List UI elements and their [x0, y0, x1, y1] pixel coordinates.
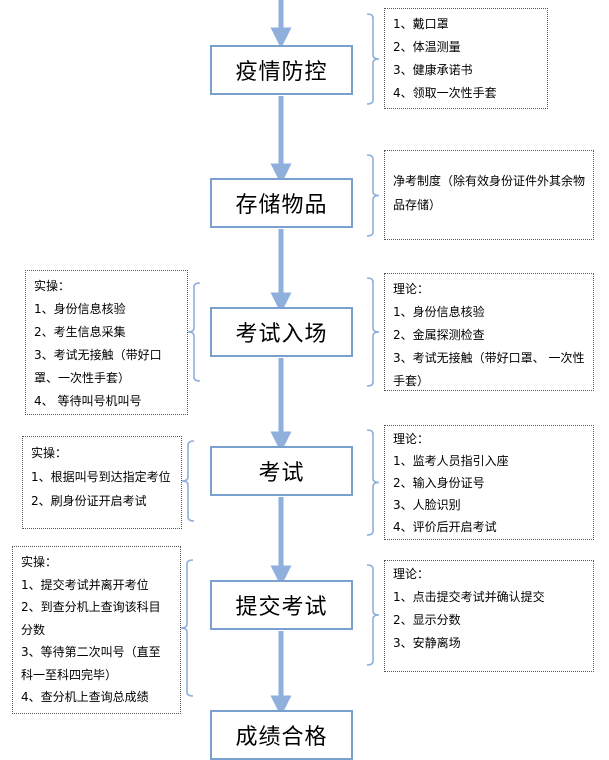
step-label: 提交考试: [235, 595, 328, 620]
note-line: 2、显示分数: [393, 613, 461, 627]
note-line: 1、监考人员指引入座: [393, 454, 509, 468]
note-line: 3、健康承诺书: [393, 63, 473, 77]
note-header: 实操：: [34, 279, 71, 293]
step-label: 考试入场: [235, 322, 328, 347]
note-line: 1、提交考试并离开考位: [21, 577, 149, 592]
note-entry-right: 理论： 1、身份信息核验 2、金属探测检查 3、考试无接触（带好口罩、 一次性手…: [384, 273, 594, 391]
brace-storage-right: [366, 154, 380, 237]
note-line: 2、体温测量: [393, 40, 461, 54]
brace-epidemic-right: [366, 13, 380, 105]
note-line: 4、查分机上查询总成绩: [21, 690, 149, 704]
brace-submit-right: [366, 564, 380, 666]
note-exam-right: 理论： 1、监考人员指引入座 2、输入身份证号 3、人脸识别 4、评价后开启考试: [384, 425, 594, 540]
step-exam-entry: 考试入场: [210, 307, 353, 357]
note-submit-right: 理论： 1、点击提交考试并确认提交 2、显示分数 3、安静离场: [384, 560, 594, 672]
note-line: 1、戴口罩: [393, 17, 449, 31]
note-header: 理论：: [393, 282, 430, 296]
note-header: 实操：: [21, 555, 58, 569]
note-line: 1、身份信息核验: [34, 302, 126, 316]
note-storage-right: 净考制度（除有效身份证件外其余物品存储）: [384, 150, 594, 240]
note-line: 2、金属探测检查: [393, 328, 485, 342]
note-line: 1、根据叫号到达指定考位: [31, 470, 171, 484]
note-line: 4、评价后开启考试: [393, 520, 497, 534]
note-line: 净考制度（除有效身份证件外其余物品存储）: [393, 174, 586, 212]
note-line: 1、点击提交考试并确认提交: [393, 590, 545, 604]
note-line: 2、考生信息采集: [34, 325, 126, 339]
note-submit-left: 实操： 1、提交考试并离开考位 2、到查分机上查询该科目分数 3、等待第二次叫号…: [12, 546, 181, 714]
step-exam: 考试: [210, 446, 353, 496]
step-label: 考试: [258, 461, 305, 486]
step-label: 成绩合格: [235, 725, 328, 750]
note-line: 1、身份信息核验: [393, 305, 485, 319]
note-line: 3、考试无接触（带好口罩、一次性手套）: [34, 348, 162, 385]
note-exam-left: 实操： 1、根据叫号到达指定考位 2、刷身份证开启考试: [22, 436, 182, 529]
note-line: 3、考试无接触（带好口罩、 一次性手套）: [393, 351, 585, 388]
note-braces: [180, 13, 380, 697]
note-line: 2、输入身份证号: [393, 476, 485, 490]
note-line: 3、安静离场: [393, 636, 461, 650]
note-entry-left: 实操： 1、身份信息核验 2、考生信息采集 3、考试无接触（带好口罩、一次性手套…: [25, 270, 188, 415]
note-line: 4、领取一次性手套: [393, 86, 497, 100]
note-line: 3、等待第二次叫号（直至科一至科四完毕）: [21, 645, 161, 682]
brace-entry-left: [187, 282, 201, 382]
step-label: 存储物品: [235, 193, 328, 218]
step-pass: 成绩合格: [210, 710, 353, 760]
brace-entry-right: [366, 277, 380, 387]
note-line: 2、刷身份证开启考试: [31, 494, 147, 508]
step-epidemic-control: 疫情防控: [210, 45, 353, 95]
note-line: 4、 等待叫号机叫号: [34, 394, 142, 408]
step-label: 疫情防控: [235, 60, 328, 85]
note-header: 理论：: [393, 432, 430, 446]
note-line: 2、到查分机上查询该科目分数: [21, 600, 161, 637]
brace-submit-left: [180, 559, 194, 697]
note-epidemic-right: 1、戴口罩 2、体温测量 3、健康承诺书 4、领取一次性手套: [384, 8, 548, 109]
note-line: 3、人脸识别: [393, 498, 461, 512]
note-header: 理论：: [393, 567, 430, 581]
note-header: 实操：: [31, 446, 68, 460]
brace-exam-left: [181, 440, 195, 522]
step-submit-exam: 提交考试: [210, 580, 353, 630]
brace-exam-right: [366, 429, 380, 536]
step-store-items: 存储物品: [210, 178, 353, 228]
